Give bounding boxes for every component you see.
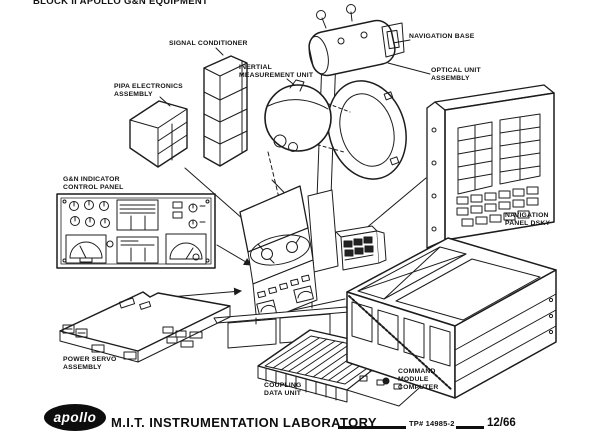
label-signal-conditioner: SIGNAL CONDITIONER: [169, 40, 248, 47]
footer-rule-left: [338, 426, 406, 429]
apollo-logo-text: apollo: [53, 410, 97, 425]
leb-dsky-drawing: [335, 225, 387, 271]
power-servo-drawing: [59, 291, 231, 363]
label-navigation-panel-dsky: NAVIGATION PANEL DSKY: [505, 212, 551, 228]
pipa-electronics-drawing: [129, 100, 188, 168]
label-navigation-base: NAVIGATION BASE: [409, 33, 475, 40]
footer-rule-right: [456, 426, 484, 429]
optical-unit-drawing: [308, 4, 405, 77]
label-gn-indicator-control-panel: G&N INDICATOR CONTROL PANEL: [63, 176, 124, 192]
dsky-keypad: [456, 186, 539, 227]
navigation-panel-dsky-drawing: [426, 84, 555, 249]
document-date: 12/66: [487, 417, 516, 429]
footer: apollo M.I.T. INSTRUMENTATION LABORATORY…: [0, 400, 600, 436]
navigation-base-drawing: [299, 54, 407, 200]
signal-conditioner-drawing: [203, 55, 248, 167]
label-pipa-electronics: PIPA ELECTRONICS ASSEMBLY: [114, 83, 183, 99]
label-power-servo-assembly: POWER SERVO ASSEMBLY: [63, 356, 117, 372]
organization-name: M.I.T. INSTRUMENTATION LABORATORY: [111, 415, 377, 430]
gn-indicator-control-panel-drawing: [56, 193, 216, 269]
page-title: BLOCK II APOLLO G&N EQUIPMENT: [33, 0, 209, 7]
command-module-computer-drawing: [346, 237, 557, 399]
apollo-logo: apollo: [44, 404, 106, 431]
imu-drawing: [264, 79, 332, 152]
label-optical-unit-assembly: OPTICAL UNIT ASSEMBLY: [431, 67, 481, 83]
document-number: TP# 14985-2: [409, 419, 455, 428]
label-command-module-computer: COMMAND MODULE COMPUTER: [398, 368, 439, 392]
label-coupling-data-unit: COUPLING DATA UNIT: [264, 382, 302, 398]
label-inertial-measurement-unit: INERTIAL MEASUREMENT UNIT: [239, 64, 314, 80]
leb-console-drawing: [213, 185, 387, 349]
